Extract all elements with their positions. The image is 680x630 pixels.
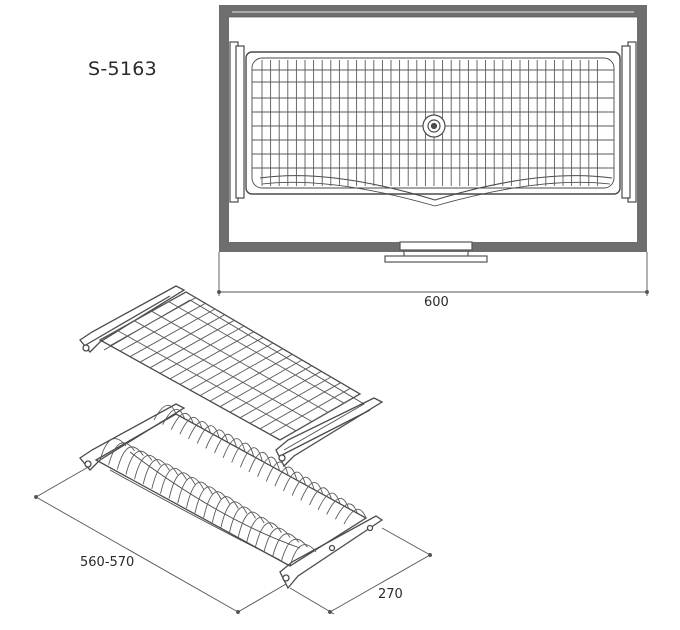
- model-code-label: S-5163: [88, 58, 158, 80]
- length-dimension-line: [34, 465, 287, 614]
- length-dimension-label: 560-570: [80, 555, 135, 570]
- rack-wire-grid: [252, 60, 614, 186]
- cabinet-top-view: [219, 5, 647, 263]
- upper-rack-iso: [79, 285, 384, 468]
- width-dimension-line: [217, 252, 649, 296]
- lower-rack-iso: [79, 403, 384, 590]
- left-side-mount: [229, 41, 245, 203]
- depth-dimension-label: 270: [378, 587, 403, 602]
- right-side-mount: [621, 41, 637, 203]
- support-bracket: [384, 241, 488, 263]
- drain-icon: [422, 114, 446, 138]
- width-dimension-label: 600: [424, 295, 449, 310]
- depth-dimension-line: [289, 527, 433, 615]
